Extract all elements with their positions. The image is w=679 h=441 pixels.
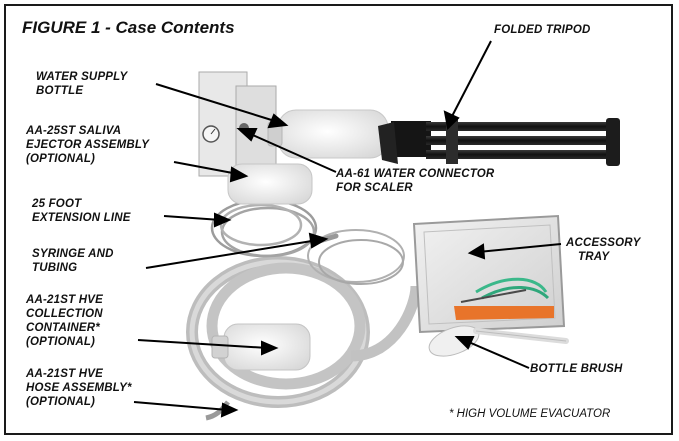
label-bottle-brush: BOTTLE BRUSH — [530, 363, 623, 375]
label-saliva-ejector: AA-25ST SALIVA EJECTOR ASSEMBLY (OPTIONA… — [26, 125, 150, 165]
hve-hose-coil — [186, 256, 422, 421]
footnote: * HIGH VOLUME EVACUATOR — [449, 408, 611, 420]
accessory-tray — [412, 214, 566, 334]
folded-tripod — [378, 118, 620, 166]
saliva-ejector-container — [227, 163, 313, 205]
label-extension-line: 25 FOOT EXTENSION LINE — [32, 198, 131, 224]
label-folded-tripod: FOLDED TRIPOD — [494, 24, 591, 36]
label-water-supply-bottle: WATER SUPPLY BOTTLE — [36, 71, 128, 97]
callout-arrows — [133, 40, 562, 418]
figure-frame: FIGURE 1 - Case Contents FOLDED TRIPOD W… — [4, 4, 673, 435]
case-contents-photo — [133, 40, 620, 421]
label-accessory-tray: ACCESSORY TRAY — [566, 237, 641, 263]
label-water-connector: AA-61 WATER CONNECTOR FOR SCALER — [336, 168, 495, 194]
extension-line-coil — [210, 198, 318, 258]
label-syringe-tubing: SYRINGE AND TUBING — [32, 248, 114, 274]
label-hve-hose: AA-21ST HVE HOSE ASSEMBLY* (OPTIONAL) — [26, 368, 132, 408]
bottle-brush — [428, 325, 569, 357]
label-hve-container: AA-21ST HVE COLLECTION CONTAINER* (OPTIO… — [26, 294, 103, 348]
figure-title: FIGURE 1 - Case Contents — [22, 18, 235, 37]
control-box — [198, 71, 277, 177]
